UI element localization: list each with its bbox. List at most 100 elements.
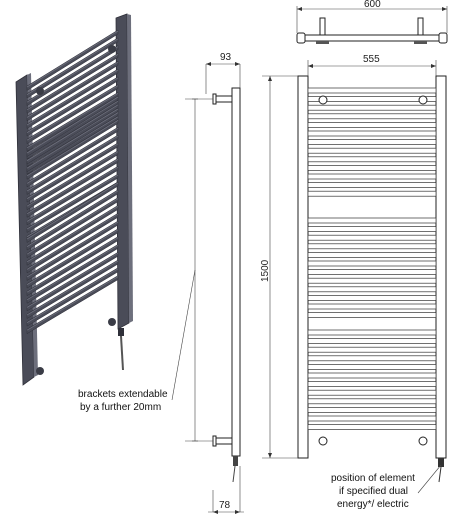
front-bar (307, 286, 437, 293)
perspective-bar-highlight (26, 120, 119, 177)
perspective-bar-highlight (26, 151, 119, 207)
front-bracket-bottom-right (418, 436, 428, 446)
front-bar (307, 364, 437, 370)
bracket-note: brackets extendable by a further 20mm (78, 389, 168, 413)
dim-top-depth: 93 (220, 52, 232, 63)
perspective-bar-highlight (26, 221, 119, 278)
side-body (231, 87, 241, 457)
side-bracket-bottom-plate (212, 435, 217, 447)
front-bar (307, 381, 437, 387)
front-bar (307, 217, 437, 224)
front-bar (307, 355, 437, 362)
perspective-bar-highlight (26, 96, 119, 154)
bracket-top-left (36, 87, 44, 95)
front-bar (307, 269, 437, 275)
perspective-bar-highlight (26, 69, 119, 126)
dim-total-width: 600 (364, 0, 381, 10)
perspective-bar-highlight (26, 237, 119, 293)
front-bar (307, 295, 437, 301)
front-bar (307, 226, 437, 232)
front-bar (307, 415, 437, 422)
front-bar (307, 130, 437, 137)
perspective-bar-highlight (26, 104, 119, 161)
perspective-bar-highlight (26, 229, 119, 285)
front-bar (307, 303, 437, 310)
dim-height: 1500 (260, 259, 271, 282)
dim-bottom-depth: 78 (219, 500, 231, 511)
front-bar (307, 190, 437, 197)
perspective-bar-highlight (26, 198, 119, 255)
bracket-note-line2: by a further 20mm (80, 402, 161, 413)
front-bar (307, 147, 437, 154)
front-bar (307, 165, 437, 171)
front-bar (307, 389, 437, 396)
front-bar (307, 398, 437, 405)
perspective-bar-highlight (26, 166, 119, 222)
front-bar (307, 234, 437, 241)
perspective-bar-highlight (26, 213, 119, 270)
bracket-bottom-right (108, 318, 116, 326)
perspective-bar-highlight (26, 93, 119, 149)
front-bars (307, 87, 437, 430)
front-bracket-top-left (318, 95, 328, 105)
element-cap (118, 328, 124, 336)
perspective-bar-highlight (26, 85, 119, 141)
front-bar (307, 252, 437, 258)
front-bar (307, 104, 437, 111)
perspective-bar-highlight (26, 268, 119, 323)
top-view-right-cap (438, 32, 448, 44)
front-bar (307, 312, 437, 318)
front-bar (307, 182, 437, 188)
perspective-bar-highlight (26, 127, 119, 184)
front-bar (307, 173, 437, 180)
perspective-bar-highlight (26, 206, 119, 263)
bracket-bottom-left (36, 367, 44, 375)
front-bar (307, 338, 437, 344)
perspective-bars (26, 29, 119, 335)
perspective-bar-highlight (26, 260, 119, 316)
front-element (438, 458, 444, 467)
front-bar (307, 329, 437, 336)
perspective-bar-highlight (26, 135, 119, 192)
front-bracket-bottom-left (318, 436, 328, 446)
front-bar (307, 346, 437, 353)
side-view: 93 78 (171, 52, 244, 514)
front-bar (307, 122, 437, 128)
front-bar (307, 113, 437, 120)
side-element-cable (232, 465, 236, 483)
perspective-bar-highlight (26, 276, 119, 331)
perspective-bar-highlight (26, 54, 119, 111)
side-bracket-top-plate (212, 93, 217, 105)
bracket-top-right (108, 45, 116, 53)
perspective-bar-highlight (26, 38, 119, 95)
front-view: 555 1500 (260, 54, 447, 494)
perspective-bar-highlight (26, 182, 119, 240)
bracket-note-line1: brackets extendable (78, 389, 168, 400)
perspective-bar-highlight (26, 245, 119, 301)
perspective-view (15, 13, 133, 386)
perspective-bar-highlight (26, 190, 119, 247)
front-right-stile (435, 75, 447, 459)
top-view-bracket-left (319, 17, 326, 36)
perspective-bar-highlight (26, 30, 119, 88)
perspective-bar-highlight (26, 159, 119, 215)
front-bracket-top-right (418, 95, 428, 105)
perspective-bar-highlight (26, 77, 119, 133)
top-view: 600 (296, 0, 448, 44)
front-bar (307, 407, 437, 413)
perspective-bar-highlight (26, 252, 119, 308)
perspective-bar-highlight (26, 174, 119, 230)
right-stile-face (127, 14, 133, 323)
front-bar (307, 424, 437, 430)
front-bar (307, 372, 437, 379)
side-element (233, 456, 238, 466)
perspective-bar-highlight (26, 61, 119, 118)
top-view-left-cap (296, 32, 306, 44)
perspective-bar-highlight (26, 143, 119, 199)
front-bar (307, 156, 437, 163)
front-bar (307, 139, 437, 145)
front-bar (307, 277, 437, 284)
element-note: position of element if specified dual en… (331, 473, 415, 510)
element-note-line3: energy*/ electric (337, 499, 409, 510)
